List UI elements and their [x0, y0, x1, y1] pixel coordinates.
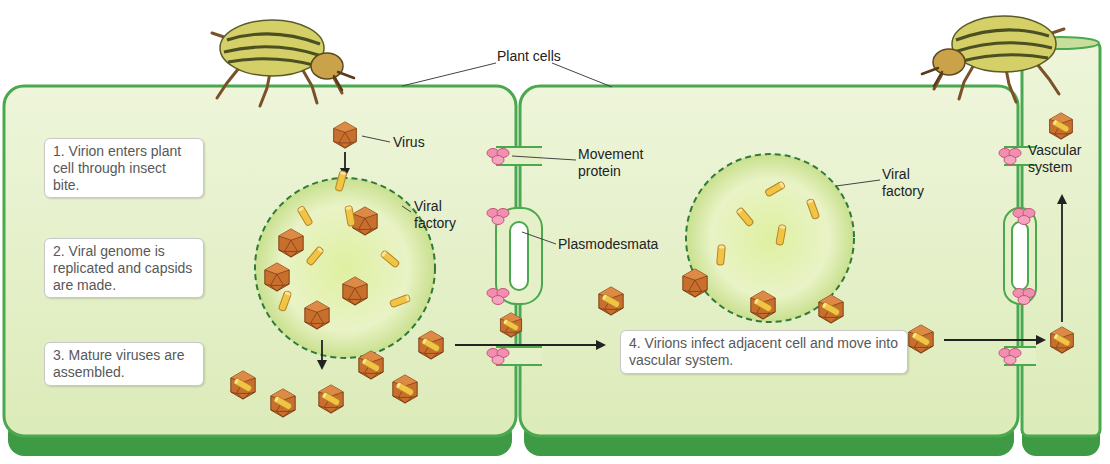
flow-arrow: [944, 339, 1044, 341]
capsid: [265, 263, 289, 291]
viral-genome: [765, 181, 786, 197]
flow-arrow: [455, 344, 604, 346]
movement-protein: [999, 149, 1021, 165]
viral-genome: [306, 246, 324, 266]
movement-protein: [1013, 289, 1035, 305]
step-box: 2. Viral genome is replicated and capsid…: [44, 238, 204, 298]
capsid: [305, 301, 329, 329]
capsid: [343, 277, 367, 305]
capsid: [683, 269, 707, 297]
movement-protein: [999, 349, 1021, 365]
mature-virion: [500, 313, 521, 337]
insect-beetle: [212, 20, 354, 106]
mature-virion: [751, 291, 775, 319]
mature-virion: [819, 295, 843, 323]
viral-genome: [278, 290, 291, 311]
capsid: [279, 229, 303, 257]
part-label: Plant cells: [497, 48, 597, 65]
mature-virion: [419, 331, 443, 359]
insect-beetle: [922, 16, 1064, 102]
mature-virion: [1051, 327, 1074, 353]
movement-protein: [487, 209, 509, 225]
part-label: Viral factory: [882, 166, 942, 200]
flow-arrow: [1061, 196, 1063, 322]
mature-virion: [1050, 113, 1073, 139]
step-text: 3. Mature viruses are assembled.: [53, 347, 195, 381]
movement-protein: [1013, 209, 1035, 225]
viral-genome: [389, 294, 410, 307]
mature-virion: [599, 287, 623, 315]
virion: [334, 122, 357, 148]
viral-genome: [380, 250, 400, 268]
viral-genome: [776, 225, 786, 246]
step-text: 2. Viral genome is replicated and capsid…: [53, 243, 195, 293]
movement-protein: [487, 349, 509, 365]
capsid: [353, 207, 377, 235]
movement-protein: [487, 289, 509, 305]
plant-cell: [4, 86, 516, 436]
viral-factory: [255, 178, 435, 358]
part-label: Movement protein: [578, 146, 658, 180]
vascular-system: Vascular system: [1026, 142, 1098, 176]
flow-arrow: [321, 340, 323, 368]
factory-contents: [265, 170, 411, 329]
mature-virion: [909, 325, 933, 353]
part-label: Plasmodesmata: [558, 236, 678, 253]
viral-genome: [717, 245, 726, 266]
mature-virion: [359, 351, 383, 379]
step-text: 1. Virion enters plant cell through inse…: [53, 143, 195, 193]
part-label: Virus: [393, 134, 453, 151]
viral-genome: [297, 206, 313, 227]
viral-genome: [736, 207, 754, 227]
mature-virion: [271, 389, 295, 417]
plant-cell: [520, 86, 1018, 436]
mature-virion: [393, 375, 417, 403]
movement-protein: [487, 149, 509, 165]
step-box: 4. Virions infect adjacent cell and move…: [620, 330, 908, 374]
step-box: 3. Mature viruses are assembled.: [44, 342, 204, 386]
step-text: 4. Virions infect adjacent cell and move…: [629, 335, 899, 369]
leader-lines: [362, 63, 880, 244]
mature-virion: [319, 385, 343, 413]
mature-virion: [231, 371, 255, 399]
system-label: Vascular system: [1028, 142, 1096, 176]
part-label: Viral factory: [414, 198, 474, 232]
viral-genome: [335, 170, 347, 191]
step-box: 1. Virion enters plant cell through inse…: [44, 138, 204, 198]
viral-genome: [806, 198, 819, 219]
viral-genome: [345, 206, 355, 227]
